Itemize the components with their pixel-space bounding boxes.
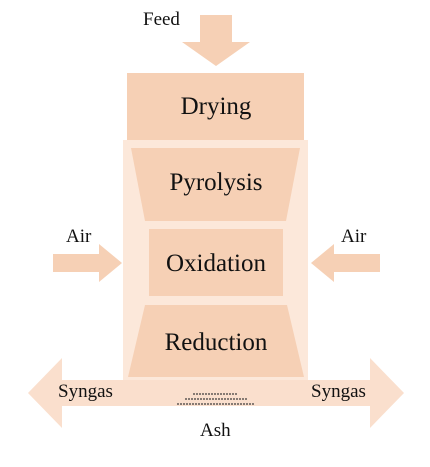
ash-dot <box>191 398 193 400</box>
ash-dot <box>240 403 242 405</box>
ash-dot <box>188 398 190 400</box>
ash-dot <box>229 393 231 395</box>
reduction-zone <box>128 305 304 377</box>
ash-dot <box>189 403 191 405</box>
ash-dot <box>192 403 194 405</box>
ash-dot <box>217 393 219 395</box>
syngas-left-label: Syngas <box>58 381 113 402</box>
ash-dot <box>242 398 244 400</box>
ash-dot <box>201 403 203 405</box>
ash-dot <box>215 398 217 400</box>
reduction-label: Reduction <box>164 329 268 356</box>
ash-dot <box>185 398 187 400</box>
ash-dot <box>234 403 236 405</box>
oxidation-label: Oxidation <box>166 250 266 277</box>
ash-dot <box>218 398 220 400</box>
ash-dot <box>205 393 207 395</box>
ash-dot <box>221 398 223 400</box>
drying-zone <box>127 73 304 140</box>
ash-label: Ash <box>200 420 231 441</box>
ash-dot <box>206 398 208 400</box>
ash-dot <box>216 403 218 405</box>
feed-arrow <box>182 15 250 66</box>
ash-dot <box>246 403 248 405</box>
feed-label: Feed <box>143 9 180 30</box>
ash-dot <box>235 393 237 395</box>
ash-dot <box>226 393 228 395</box>
pyrolysis-zone <box>131 148 300 221</box>
ash-dot <box>243 403 245 405</box>
ash-dot <box>213 403 215 405</box>
ash-dot <box>252 403 254 405</box>
ash-dot <box>204 403 206 405</box>
ash-dot <box>231 403 233 405</box>
ash-dot <box>180 403 182 405</box>
ash-dot <box>198 403 200 405</box>
ash-dot <box>223 393 225 395</box>
ash-dot <box>214 393 216 395</box>
ash-dot <box>203 398 205 400</box>
pyrolysis-label: Pyrolysis <box>169 169 263 196</box>
drying-label: Drying <box>180 93 252 120</box>
ash-dot <box>233 398 235 400</box>
ash-dot <box>230 398 232 400</box>
ash-dot <box>245 398 247 400</box>
ash-dots <box>177 393 254 405</box>
ash-dot <box>202 393 204 395</box>
syngas-right-label: Syngas <box>311 381 366 402</box>
ash-dot <box>225 403 227 405</box>
ash-dot <box>183 403 185 405</box>
ash-dot <box>232 393 234 395</box>
oxidation-zone <box>149 229 283 296</box>
ash-dot <box>177 403 179 405</box>
ash-dot <box>220 393 222 395</box>
ash-dot <box>211 393 213 395</box>
ash-dot <box>194 398 196 400</box>
ash-dot <box>228 403 230 405</box>
syngas-double-arrow <box>28 358 404 428</box>
ash-dot <box>193 393 195 395</box>
ash-dot <box>186 403 188 405</box>
ash-dot <box>196 393 198 395</box>
ash-dot <box>210 403 212 405</box>
air-right-arrow <box>311 244 380 282</box>
air-left-label: Air <box>66 226 92 247</box>
ash-dot <box>199 393 201 395</box>
ash-dot <box>224 398 226 400</box>
air-right-label: Air <box>341 226 367 247</box>
ash-dot <box>249 403 251 405</box>
ash-dot <box>197 398 199 400</box>
ash-dot <box>209 398 211 400</box>
ash-dot <box>236 398 238 400</box>
ash-dot <box>200 398 202 400</box>
ash-dot <box>227 398 229 400</box>
ash-dot <box>195 403 197 405</box>
air-left-arrow <box>53 244 122 282</box>
ash-dot <box>208 393 210 395</box>
ash-dot <box>212 398 214 400</box>
ash-dot <box>207 403 209 405</box>
ash-dot <box>219 403 221 405</box>
ash-dot <box>222 403 224 405</box>
ash-dot <box>237 403 239 405</box>
ash-dot <box>239 398 241 400</box>
